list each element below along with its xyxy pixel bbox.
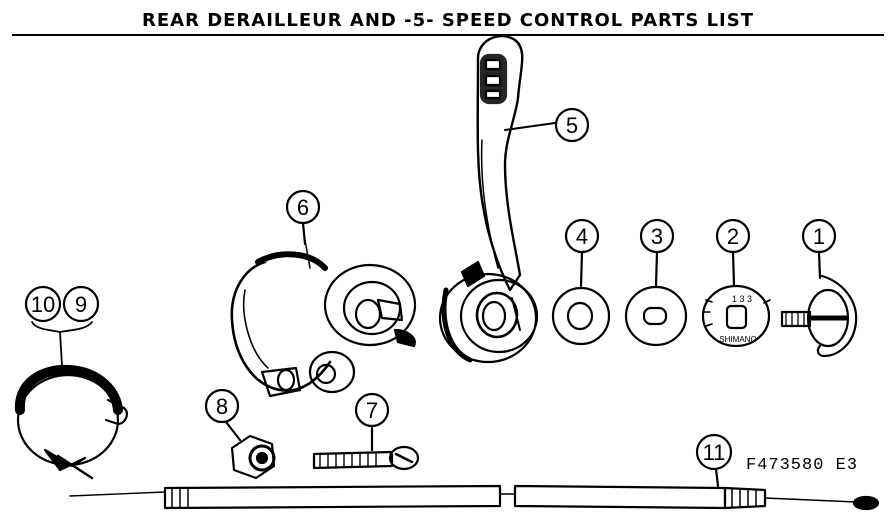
d-washer-part [624,285,688,347]
svg-text:6: 6 [297,195,309,220]
nut-part [230,434,276,480]
callout-9: 9 [62,285,100,323]
callout-1: 1 [801,218,837,280]
callout-3: 3 [639,218,675,288]
shift-lever-part [438,34,556,364]
callout-6: 6 [285,189,321,246]
svg-text:10: 10 [31,292,55,317]
index-washer-part: 1 3 3 SHIMANO [701,284,771,348]
flat-washer-part [551,286,611,346]
callout-7: 7 [354,392,390,452]
svg-text:5: 5 [566,113,578,138]
d-washer-slot [642,306,668,326]
svg-text:3: 3 [651,224,663,249]
callout-4: 4 [564,218,600,288]
svg-text:8: 8 [216,394,228,419]
callout-9-10-bracket [31,321,93,367]
reference-code: F473580 E3 [746,456,859,475]
callout-11: 11 [695,433,733,488]
flat-washer-hole [566,301,594,331]
callout-2: 2 [715,218,751,287]
callout-5: 5 [554,107,590,143]
wing-bolt-part [780,274,858,358]
title-underline [12,34,884,36]
svg-text:2: 2 [727,224,739,249]
screw-part [312,445,420,471]
band-clamp-part [14,364,128,480]
callout-10: 10 [24,285,62,323]
svg-text:7: 7 [366,398,378,423]
svg-text:11: 11 [703,440,726,465]
callout-8: 8 [204,388,242,442]
lever-clamp-part [230,239,417,398]
control-cable-part [69,484,880,511]
svg-text:9: 9 [75,292,87,317]
index-washer-brand: SHIMANO [719,335,756,344]
diagram-title: REAR DERAILLEUR AND -5- SPEED CONTROL PA… [141,10,754,31]
svg-text:4: 4 [576,224,588,249]
index-washer-numbers: 1 3 3 [732,294,752,304]
svg-text:1: 1 [813,224,825,249]
